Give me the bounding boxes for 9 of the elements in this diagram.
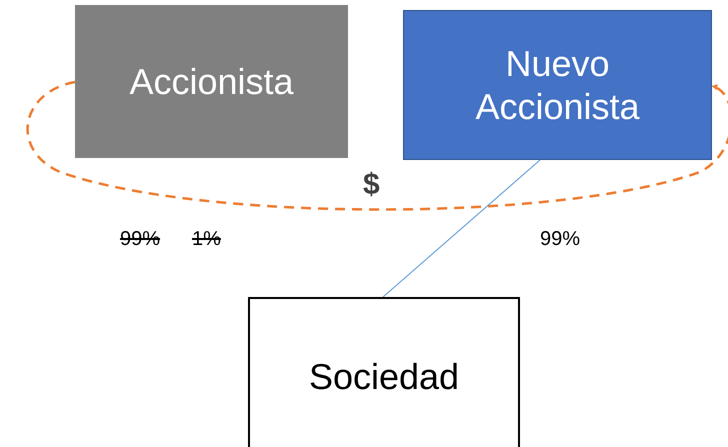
dashed-arrow <box>26 80 728 211</box>
percentage-label: 99% <box>540 228 580 251</box>
connector-line <box>382 160 540 298</box>
text-box: Sociedad <box>248 297 520 447</box>
text-box: Accionista <box>75 5 348 158</box>
percentage-label: 1% <box>192 228 221 251</box>
edge-label: $ <box>363 170 380 200</box>
text-box: Nuevo Accionista <box>403 10 712 160</box>
percentage-label: 99% <box>120 228 160 251</box>
